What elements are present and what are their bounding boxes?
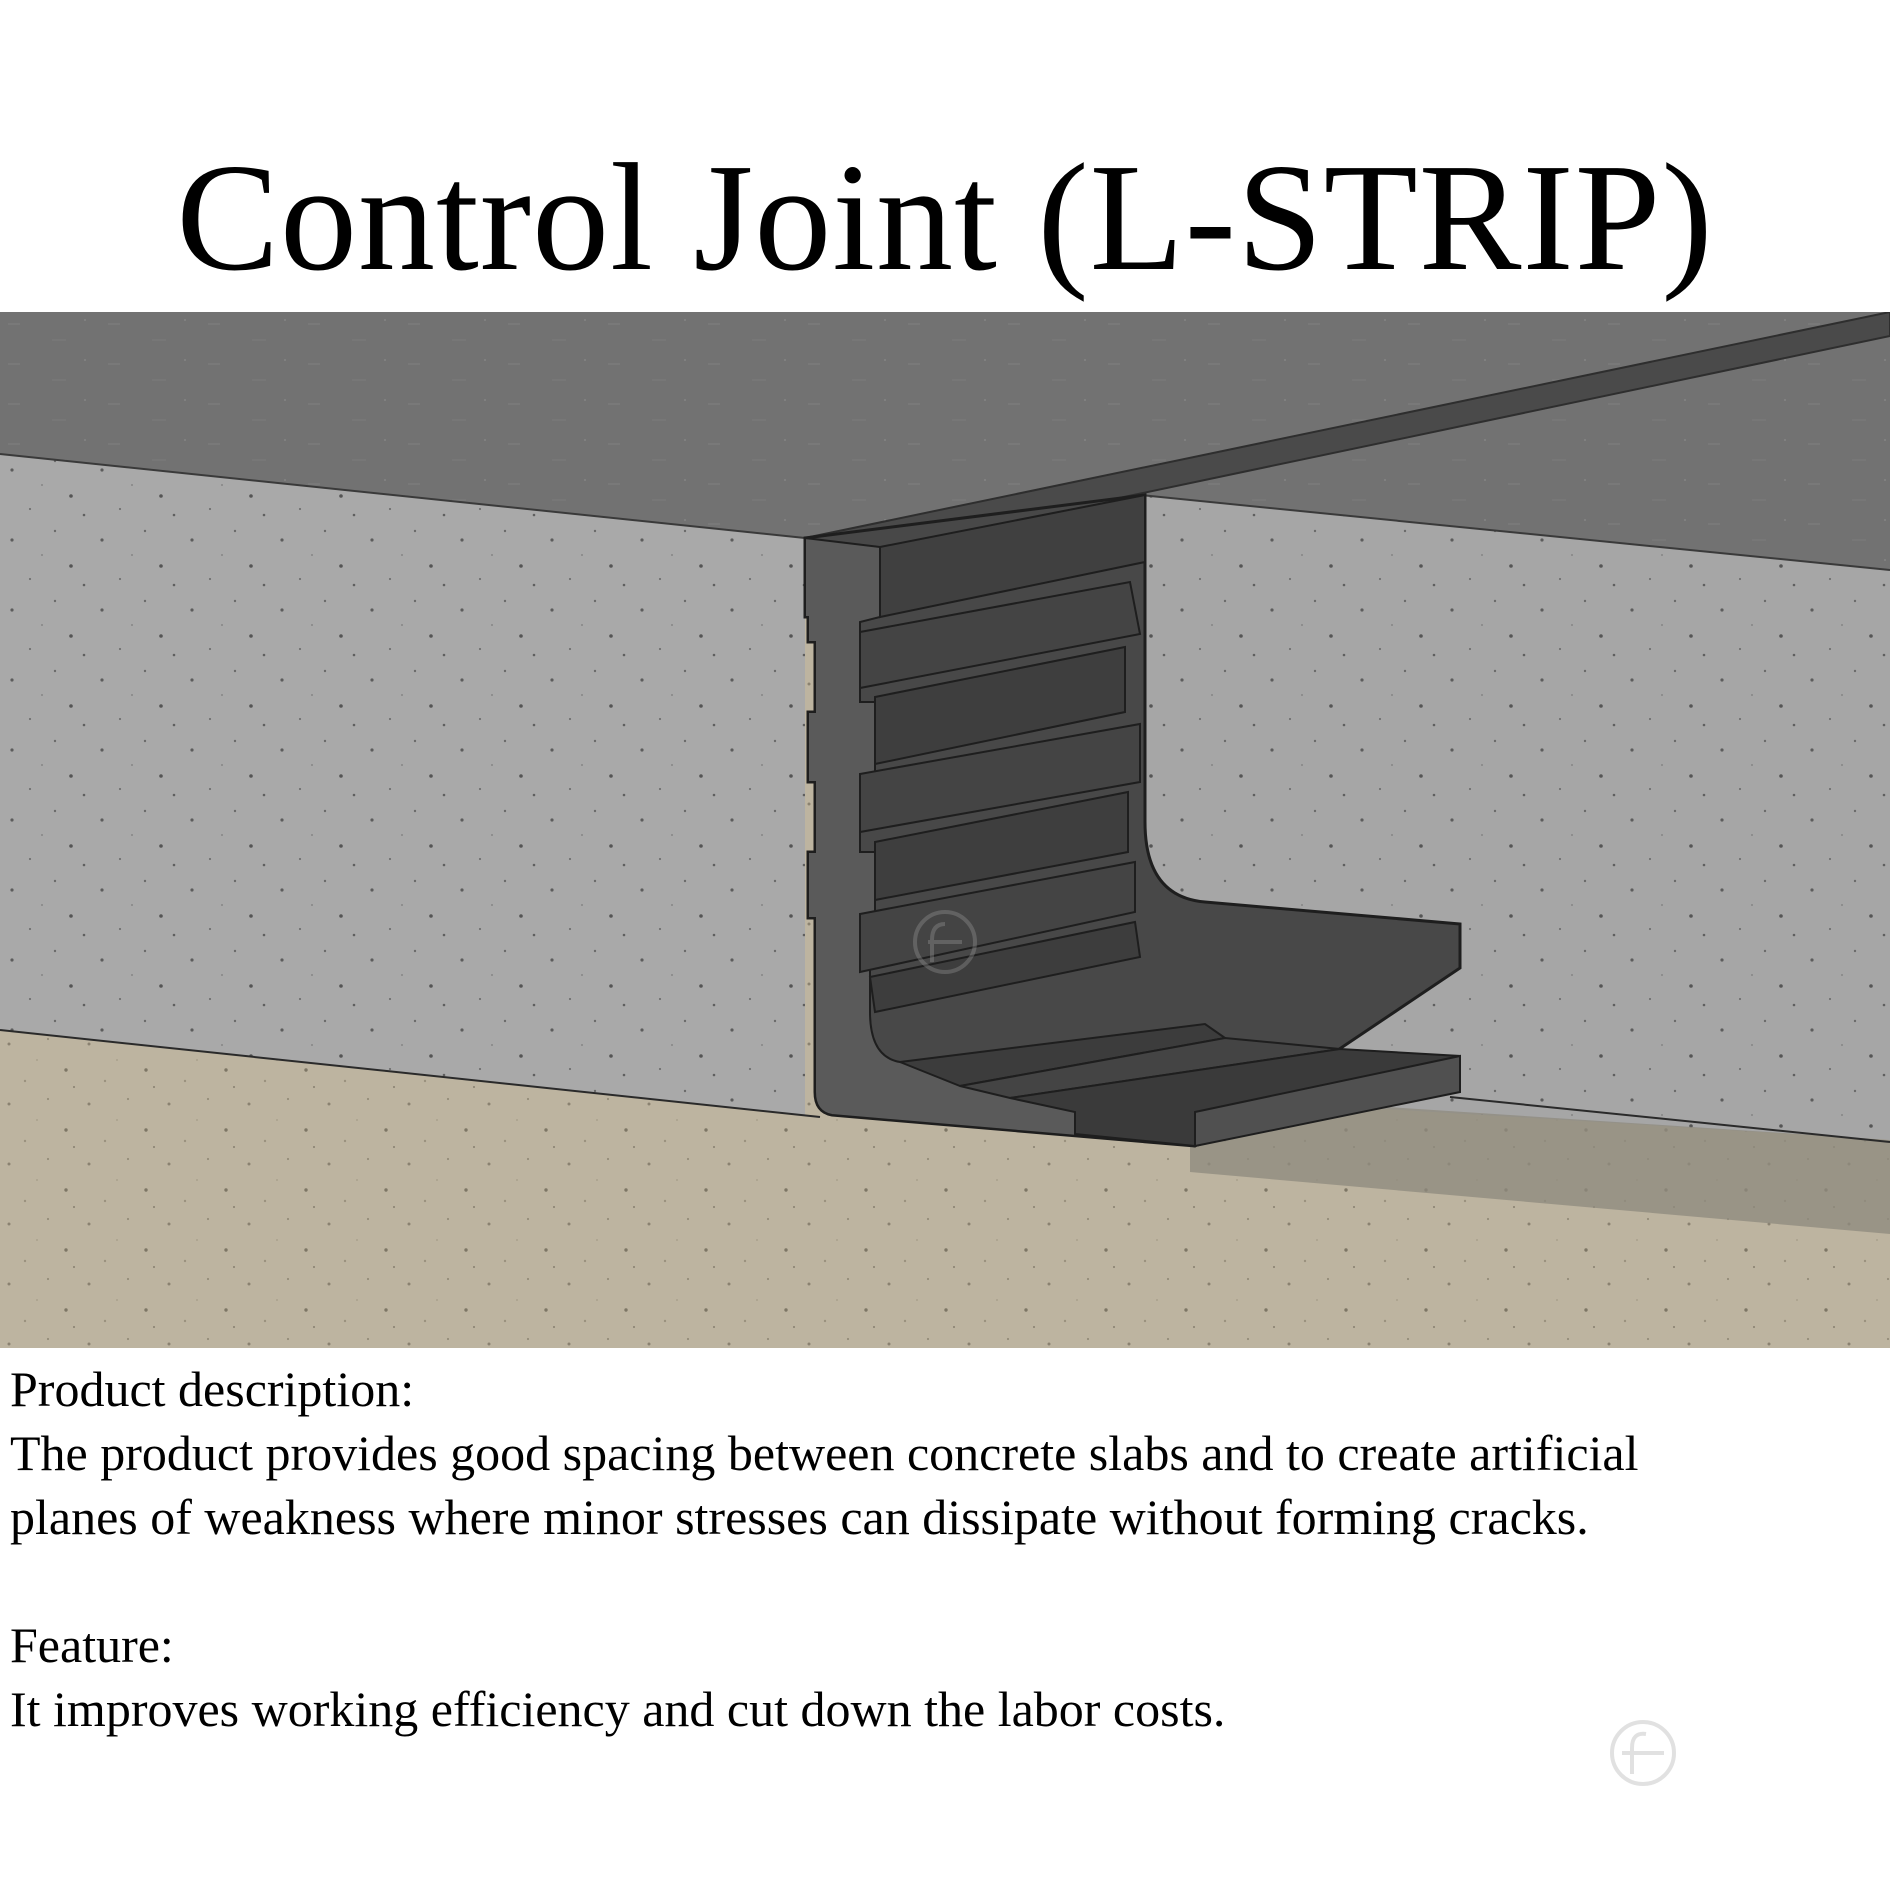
base-end-face [1194,1054,1461,1148]
rib-2 [859,580,1142,690]
page-title: Control Joint (L-STRIP) [176,133,1714,303]
rib-5 [874,790,1129,902]
description-line-2: planes of weakness where minor stresses … [10,1489,1589,1545]
slab-top-texture [0,312,1890,570]
rib-3 [874,645,1126,766]
rib-7 [868,920,1142,1014]
left-slab-top-edge [0,453,806,539]
strip-watermark-icon [913,910,977,974]
rib-4 [859,722,1141,834]
right-slab-bottom-edge [1449,1096,1890,1143]
left-slab-bottom-edge [0,1029,821,1118]
left-slab-texture [0,454,805,1115]
joint-shadow [1190,1094,1890,1234]
brand-watermark-icon [1610,1720,1676,1786]
feature-text: It improves working efficiency and cut d… [10,1681,1226,1737]
l-strip-control-joint-icon [0,312,1890,1348]
rib-1 [879,493,1146,619]
right-slab-top-edge [1139,494,1890,571]
description-text: The product provides good spacing betwee… [10,1421,1870,1549]
feature-heading: Feature: [10,1617,174,1673]
rib-6 [859,860,1136,974]
description-heading: Product description: [10,1361,415,1417]
description-line-1: The product provides good spacing betwee… [10,1425,1639,1481]
